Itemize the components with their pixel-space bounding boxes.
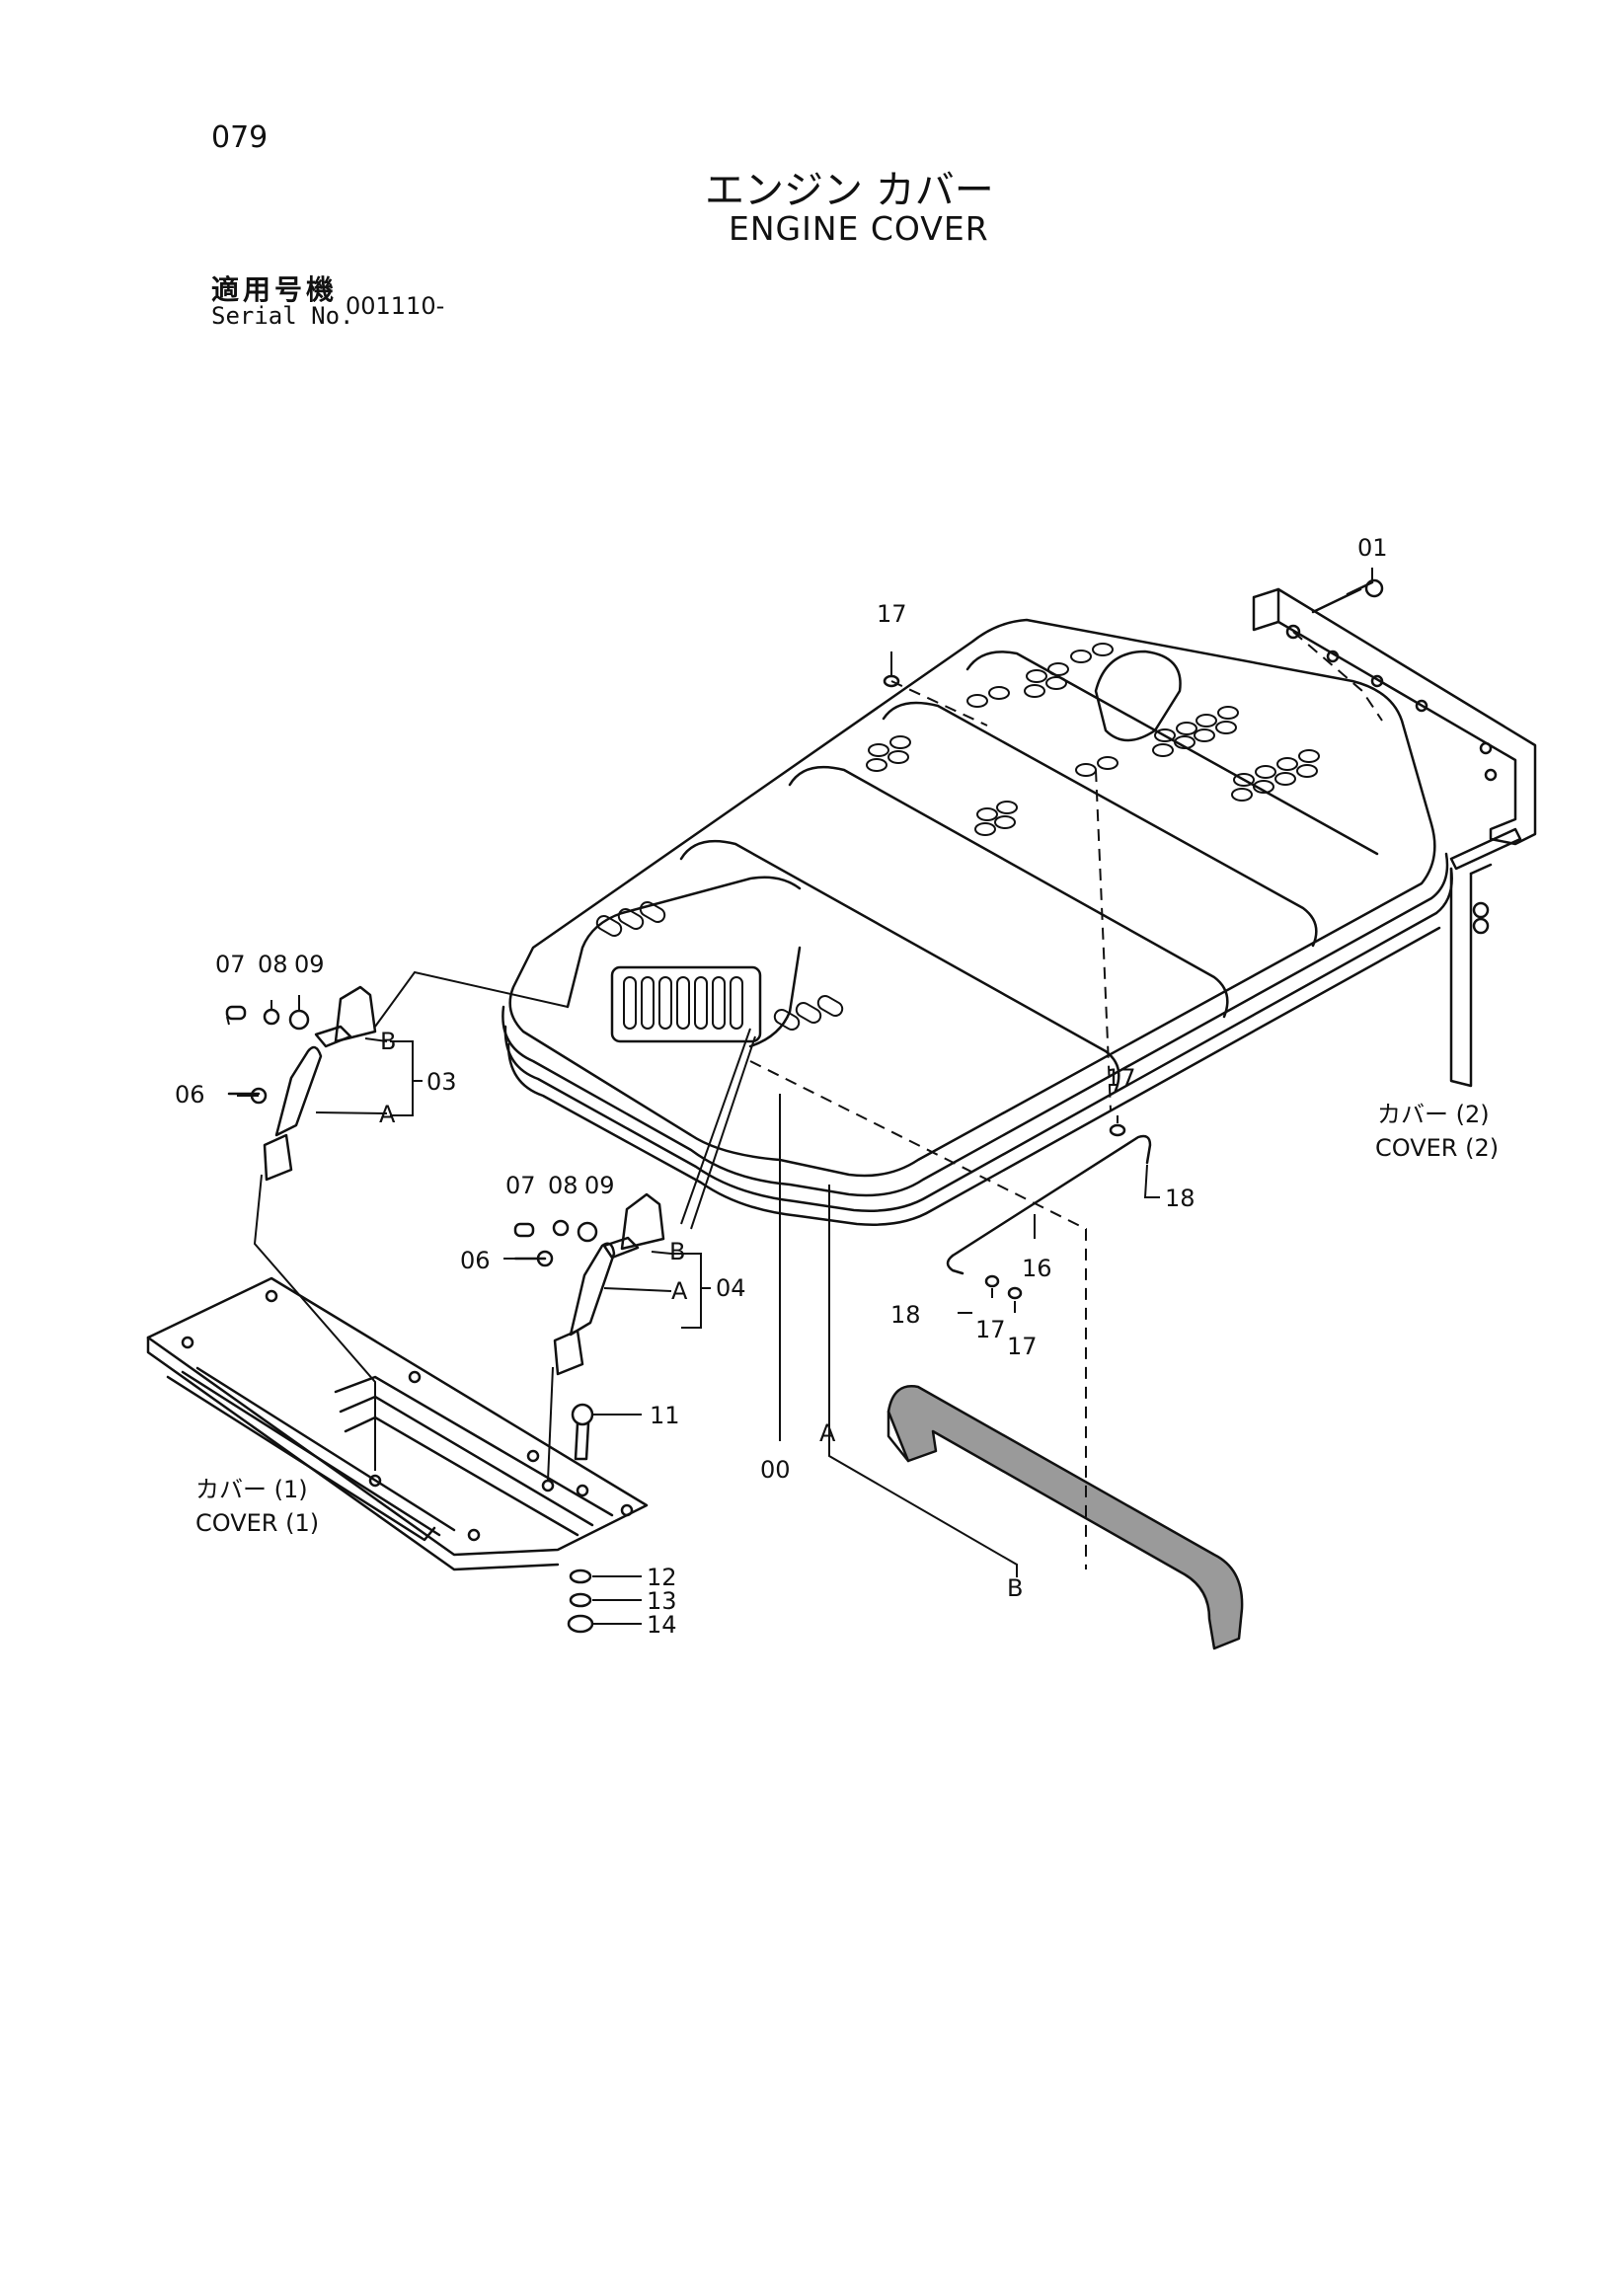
leader-17-mid-dash [1095,769,1112,1111]
callout-12: 12 [647,1564,677,1591]
engine-cover-panel [501,618,1453,1226]
page-number: 079 [211,120,269,155]
front-grille-slots [595,901,844,1031]
bracket-03 [390,1040,423,1116]
leader-03-up [374,970,569,1028]
callout-11: 11 [650,1402,680,1429]
callout-08-b: 08 [548,1172,579,1199]
callout-07-a: 07 [215,951,246,978]
leader-01-dash [1292,631,1383,722]
cover-vent-holes [866,643,1320,836]
callout-17-mid: 17 [1106,1064,1136,1092]
bracket-04 [671,1253,711,1329]
label-a-04: A [671,1277,688,1305]
callout-16: 16 [1022,1255,1052,1282]
callout-13: 13 [647,1587,677,1615]
leader-b-main [749,1060,1087,1569]
leader-17-top-dash [890,680,988,727]
cover-1-step-plate [146,1276,649,1571]
callout-17-low-b: 17 [1007,1333,1038,1360]
label-b-03: B [380,1028,396,1055]
callout-04: 04 [716,1274,746,1302]
callout-18-right: 18 [1165,1185,1196,1212]
callout-01: 01 [1357,534,1388,562]
callout-07-b: 07 [505,1172,536,1199]
callout-06-b: 06 [460,1247,491,1274]
leader-b-a [364,1037,388,1042]
leader-a-main [828,1185,1018,1577]
callout-18-left: 18 [890,1301,921,1329]
cover-2-label: COVER (2) [1375,1134,1499,1162]
page-title: ENGINE COVER [729,209,989,248]
label-b-04: B [669,1238,685,1265]
callout-00: 00 [760,1456,791,1484]
cover-2-bracket [1252,587,1537,1088]
leader-cover1-center [547,1366,554,1482]
leader-a-a [315,1111,388,1114]
leader-04-up-b [690,1035,756,1230]
prop-rod-16 [883,674,1152,1300]
callout-03: 03 [426,1068,457,1096]
leader-04-up [680,1028,751,1225]
callout-17-low-a: 17 [975,1316,1006,1343]
leader-a-b [603,1287,672,1292]
latch-assembly-03 [225,985,377,1182]
callout-17-top: 17 [877,600,907,628]
latch-assembly-04 [513,1192,665,1376]
serial-label-japanese: 適用号機 [211,273,339,306]
callout-08-a: 08 [258,951,288,978]
leader-12-14 [592,1575,642,1625]
serial-number: 001110- [346,292,445,320]
callout-09-a: 09 [294,951,325,978]
label-a-main: A [819,1419,836,1447]
callout-09-b: 09 [584,1172,615,1199]
leader-cover1-left [253,1174,376,1471]
leader-b-b [651,1251,672,1255]
callout-06-a: 06 [175,1081,205,1109]
serial-label: Serial No. [211,302,354,330]
cover-2-label-japanese: カバー (2) [1377,1101,1490,1128]
leader-18-right [1143,1164,1160,1198]
page-title-japanese: エンジン カバー [705,168,994,213]
callout-14: 14 [647,1611,677,1639]
seal-rubber [887,1385,1244,1650]
bolt-01 [1311,578,1384,614]
label-a-03: A [379,1101,396,1128]
leader-17-18-low [958,1288,1016,1314]
leader-07a [226,1016,230,1026]
cover-1-label: COVER (1) [195,1509,319,1537]
label-b-main: B [1007,1574,1023,1602]
cover-1-label-japanese: カバー (1) [195,1476,308,1503]
